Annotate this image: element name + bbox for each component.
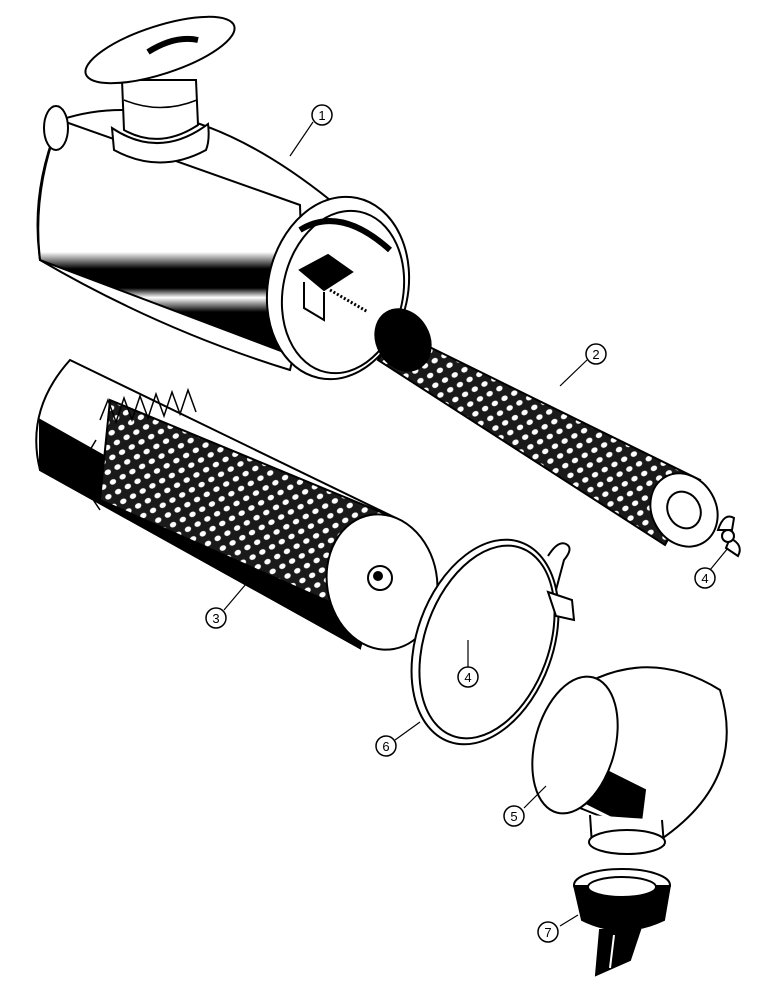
inner-filter-element: [374, 308, 719, 548]
callout-2: 2: [585, 343, 607, 365]
outer-filter-element: [35, 358, 439, 651]
callout-3: 3: [205, 607, 227, 629]
callout-4-upper: 4: [694, 567, 716, 589]
end-cover: [410, 538, 576, 746]
callout-7: 7: [537, 921, 559, 943]
wing-nut-upper: [716, 515, 741, 558]
leader-lines: [223, 121, 729, 927]
callout-1: 1: [311, 104, 333, 126]
callout-5: 5: [503, 805, 525, 827]
svg-text:1: 1: [318, 108, 325, 123]
dust-valve: [573, 868, 671, 977]
svg-text:7: 7: [544, 925, 551, 940]
svg-text:6: 6: [382, 739, 389, 754]
callout-4-lower: 4: [457, 666, 479, 688]
svg-text:4: 4: [701, 571, 708, 586]
air-cleaner-housing: [36, 15, 411, 381]
svg-text:2: 2: [592, 347, 599, 362]
cap: [531, 666, 728, 855]
svg-text:4: 4: [464, 670, 471, 685]
svg-text:5: 5: [510, 809, 517, 824]
svg-text:3: 3: [212, 611, 219, 626]
callout-6: 6: [375, 735, 397, 757]
